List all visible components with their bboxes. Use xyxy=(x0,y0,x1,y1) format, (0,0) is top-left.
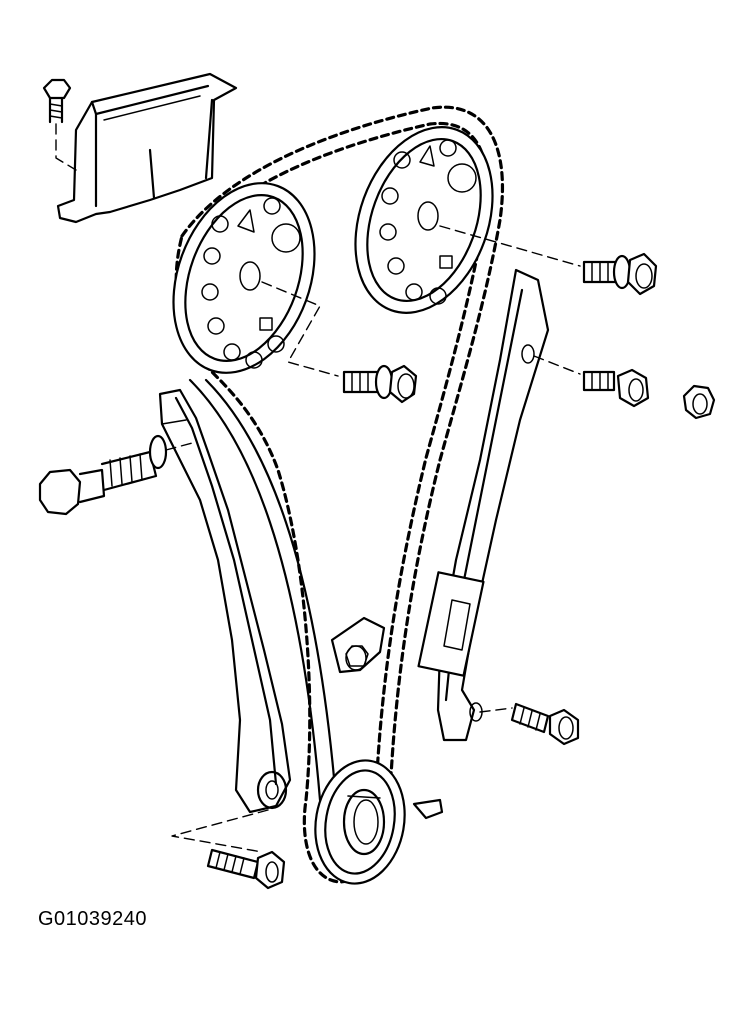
figure-id-label: G01039240 xyxy=(38,908,148,930)
upper-chain-guide xyxy=(56,72,238,224)
upper-guide-bolt xyxy=(42,78,77,171)
crankshaft-sprocket xyxy=(314,759,406,885)
guide-bolt-lower xyxy=(479,702,580,746)
woodruff-key xyxy=(412,798,444,820)
camshaft-sprocket-right xyxy=(354,126,494,314)
guide-rail-strips xyxy=(188,378,338,802)
camshaft-bolt-right xyxy=(439,225,658,296)
guide-bolt-upper xyxy=(533,355,650,408)
fixed-chain-guide xyxy=(417,268,550,742)
tensioner-rail xyxy=(158,388,292,814)
camshaft-sprocket-left xyxy=(172,182,316,374)
plug xyxy=(682,384,716,420)
oil-nozzle xyxy=(330,616,386,674)
camshaft-bolt-left xyxy=(261,281,418,404)
chain-tensioner xyxy=(38,434,197,516)
tensioner-pivot-bolt xyxy=(171,809,286,890)
